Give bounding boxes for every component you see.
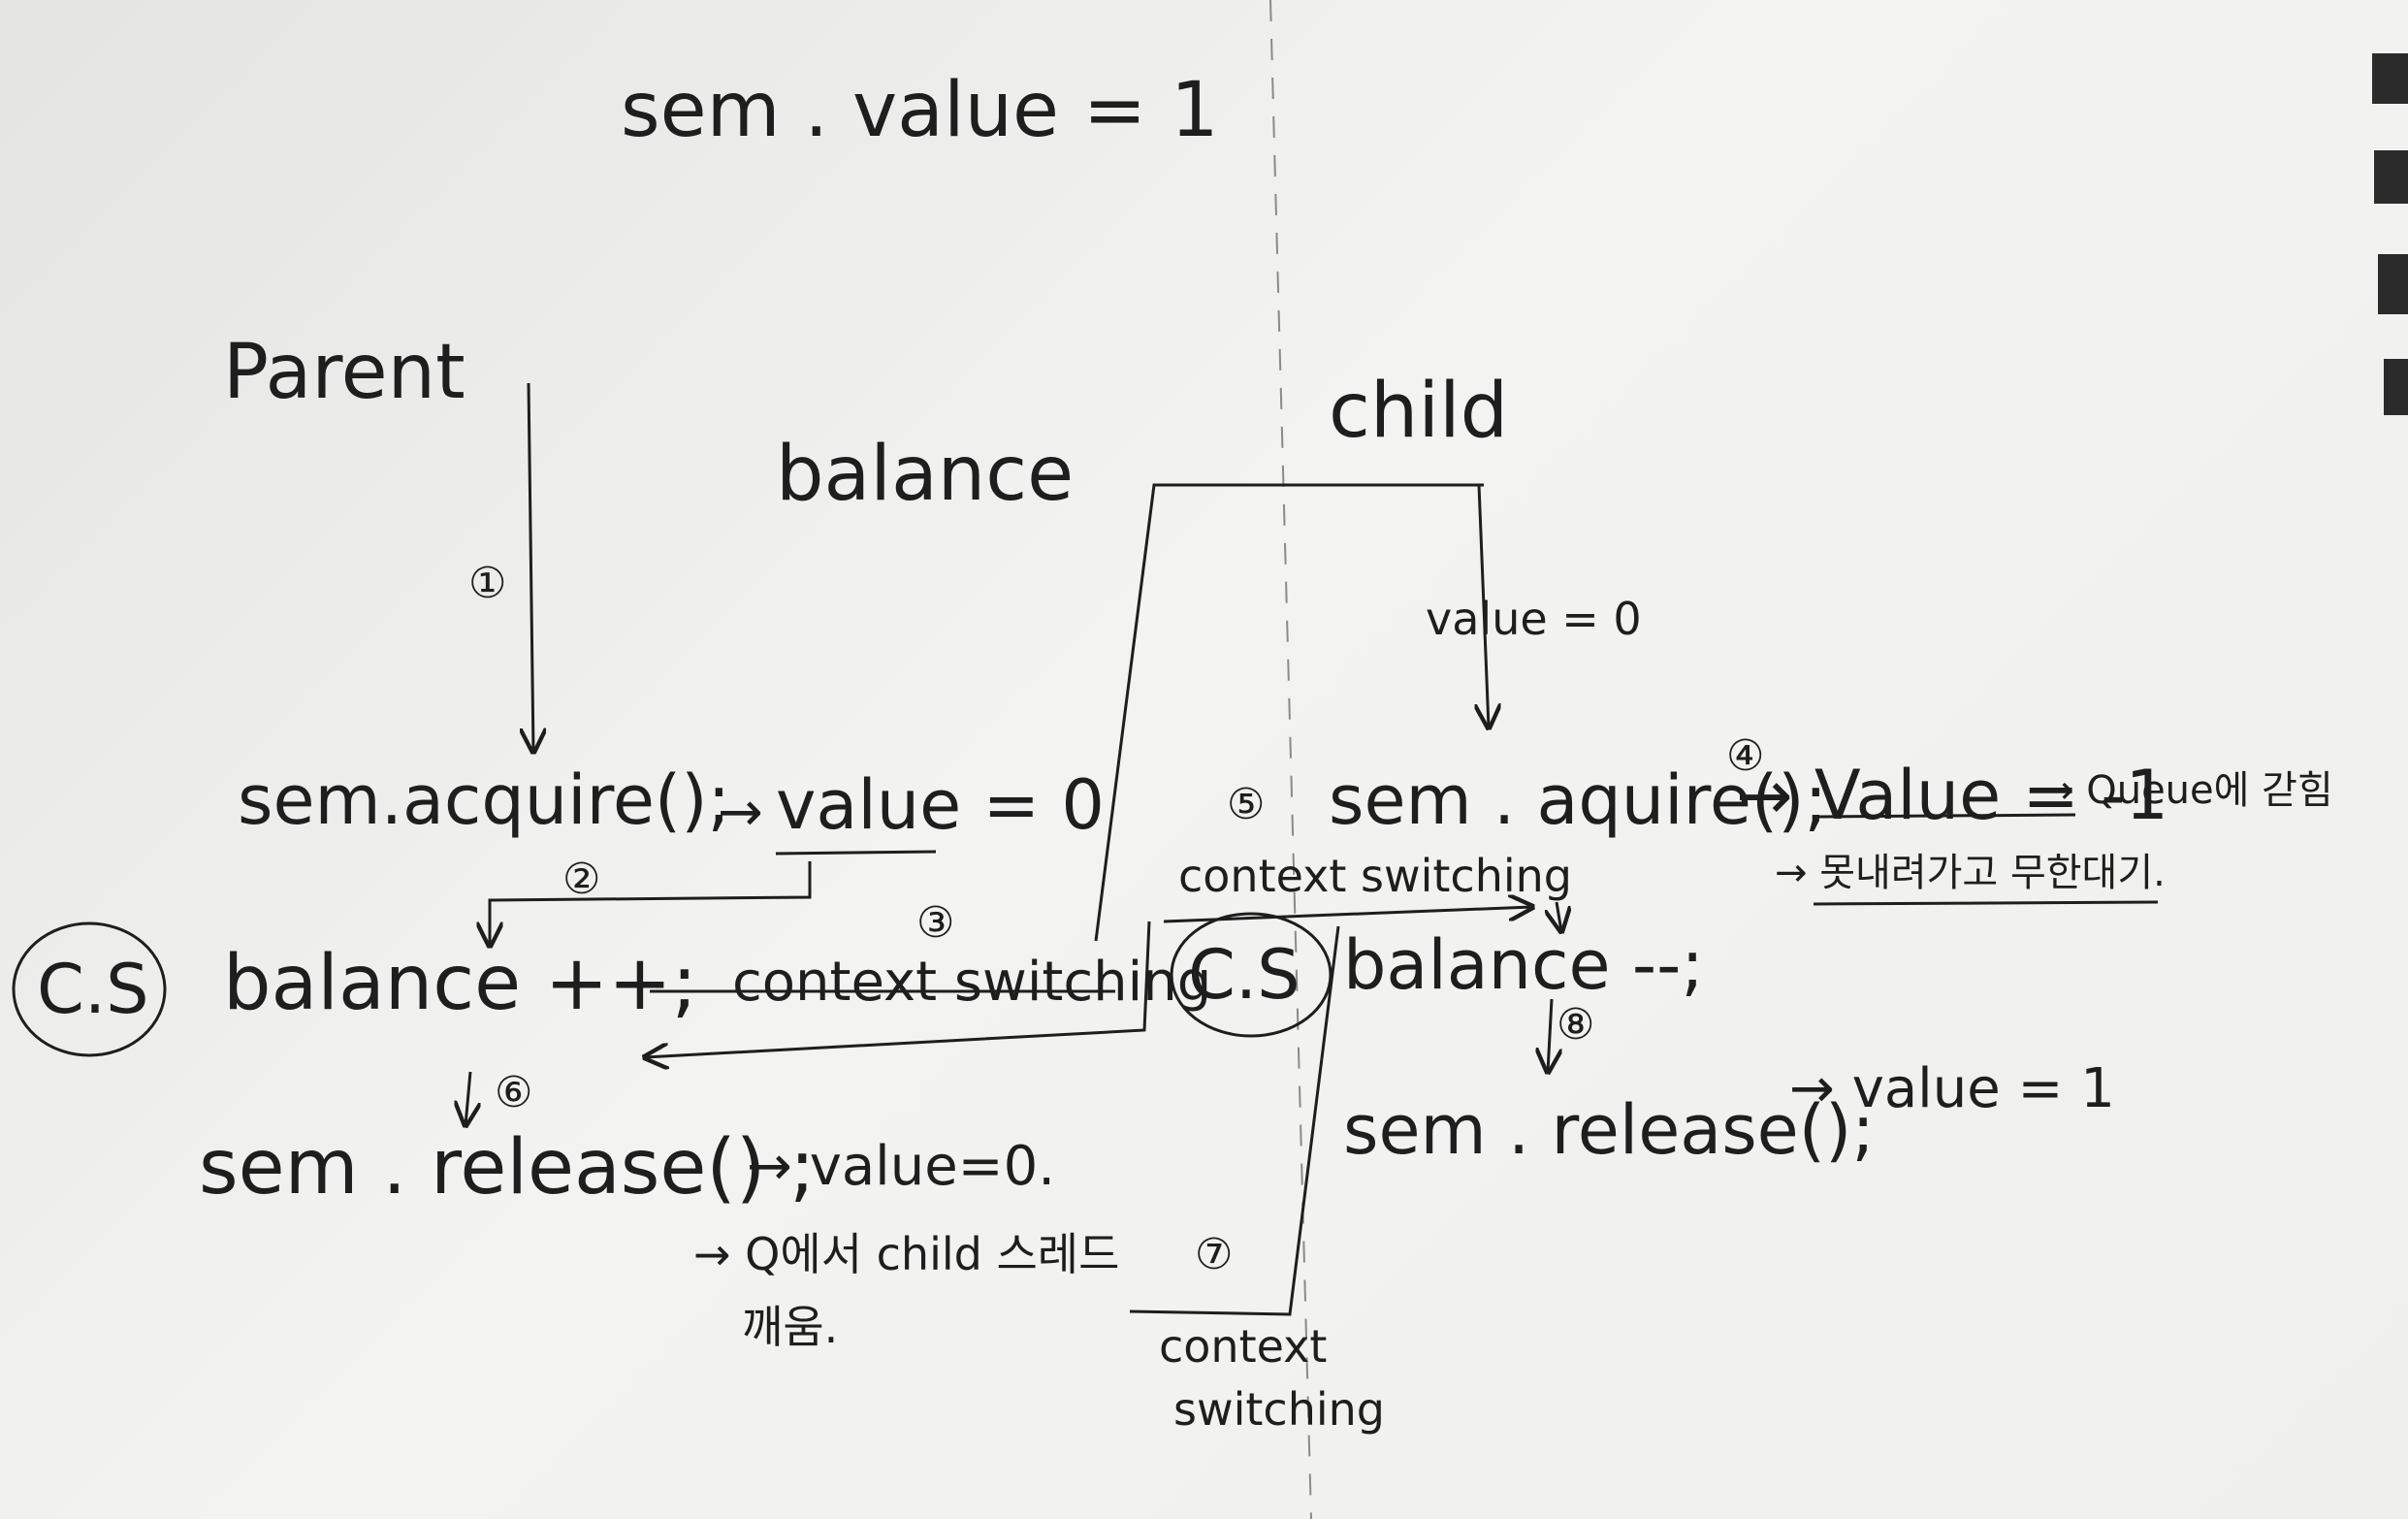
- child-release-result: → value = 1: [1789, 1057, 2115, 1120]
- context-switch-connector: [1094, 483, 1484, 942]
- parent-context-switch: context switching: [732, 951, 1212, 1014]
- parent-title: Parent: [223, 329, 466, 416]
- parent-note-line1: → Q에서 child 스레드: [693, 1228, 1120, 1280]
- parent-step6: ⑥: [495, 1068, 533, 1117]
- child-step8-arrow: [1548, 998, 1552, 1072]
- parent-step2: ②: [562, 855, 601, 904]
- child-step7: ⑦: [1195, 1230, 1234, 1279]
- parent-acquire: sem.acquire();: [238, 760, 731, 840]
- sem-init-label: sem . value = 1: [621, 67, 1219, 154]
- step7-connector: [1129, 925, 1340, 1316]
- child-wait-note: → 못내려가고 무한대기.: [1775, 851, 2166, 895]
- child-step5: ⑤: [1227, 780, 1266, 829]
- child-step4: ④: [1726, 731, 1765, 781]
- child-context-arrow: [1163, 907, 1532, 923]
- child-step8: ⑧: [1557, 1000, 1595, 1050]
- parent-step3: ③: [916, 898, 955, 948]
- parent-value-underline: [775, 850, 937, 856]
- parent-step1-arrow: [529, 382, 533, 752]
- parent-release: sem . release() ;: [199, 1124, 816, 1212]
- child-context-switch-bottom-2: switching: [1173, 1383, 1385, 1436]
- parent-cs-label: C.S: [37, 950, 149, 1029]
- parent-release-result: → value=0.: [747, 1135, 1056, 1198]
- child-down-arrow: [1479, 484, 1489, 727]
- child-context-switch-bottom-1: context: [1159, 1320, 1328, 1373]
- child-queue-note: → Queue에 갇힘: [2041, 768, 2333, 813]
- parent-balance-increment: balance ++;: [223, 940, 697, 1027]
- child-cs-label: C.S: [1188, 935, 1300, 1015]
- ring-mark: [2378, 254, 2408, 314]
- child-cs-circle: [1170, 912, 1332, 1038]
- child-acquire-result: → Value = -1: [1736, 756, 2169, 835]
- child-balance-decrement: balance --;: [1343, 925, 1704, 1005]
- child-value-underline: [1817, 813, 2076, 819]
- child-title: child: [1329, 368, 1509, 455]
- ring-mark: [2372, 53, 2408, 104]
- balance-shared-label: balance: [776, 431, 1075, 518]
- parent-step1: ①: [468, 559, 507, 608]
- child-release: sem . release();: [1343, 1090, 1875, 1170]
- parent-note-line2: 깨움.: [742, 1301, 839, 1353]
- wait-note-underline: [1813, 900, 2159, 906]
- center-dashed-divider: [1269, 0, 1312, 1519]
- child-value-label: value = 0: [1426, 593, 1642, 645]
- child-bal-arrow: [1557, 901, 1561, 931]
- ring-mark: [2374, 150, 2408, 204]
- return-to-parent-arrow: [645, 921, 1151, 1057]
- parent-cs-circle: [12, 921, 167, 1057]
- ring-mark: [2384, 359, 2408, 415]
- parent-step6-arrow: [466, 1071, 470, 1125]
- child-context-switch-top: context switching: [1178, 850, 1572, 902]
- parent-acquire-arrow: →: [718, 781, 763, 844]
- step2-bracket-arrow: [490, 861, 812, 946]
- child-acquire: sem . aquire();: [1329, 760, 1828, 840]
- parent-acquire-result: value = 0: [776, 765, 1105, 845]
